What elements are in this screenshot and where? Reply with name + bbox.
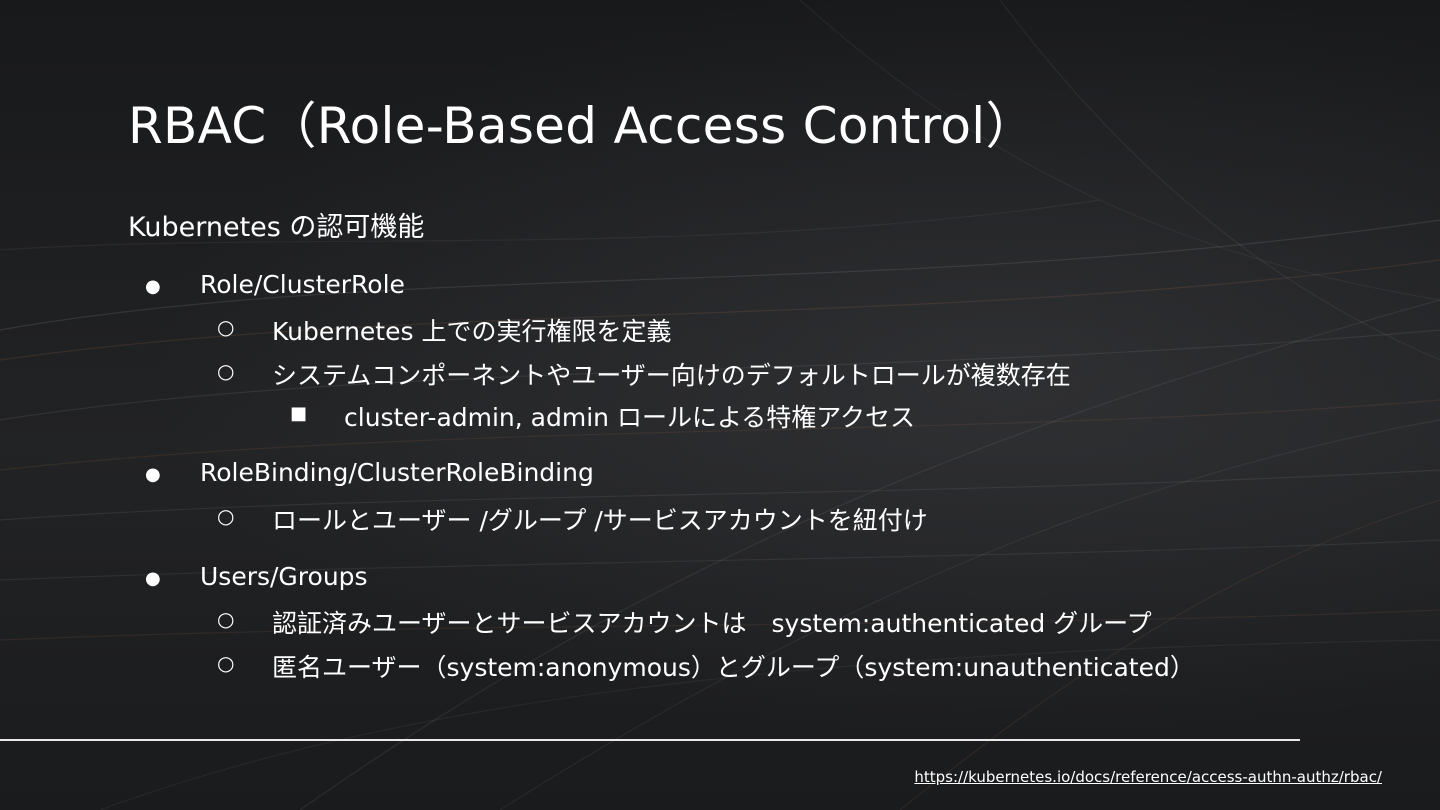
slide-subtitle: Kubernetes の認可機能 (128, 212, 425, 243)
list-item-label: Users/Groups (200, 562, 368, 591)
list-item-label: Role/ClusterRole (200, 270, 405, 299)
list-item-label: ロールとユーザー /グループ /サービスアカウントを紐付け (272, 506, 928, 535)
list-item-label: 匿名ユーザー（system:anonymous）とグループ（system:una… (272, 653, 1195, 682)
list-item-label: RoleBinding/ClusterRoleBinding (200, 458, 594, 487)
bullet-circle-icon: ○ (217, 607, 235, 631)
bullet-circle-icon: ○ (217, 651, 235, 675)
list-item-label: 認証済みユーザーとサービスアカウントは system:authenticated… (272, 609, 1152, 638)
list-item-level2: ○ 匿名ユーザー（system:anonymous）とグループ（system:u… (217, 648, 1195, 684)
list-item-level3: ■ cluster-admin, admin ロールによる特権アクセス (290, 398, 915, 434)
list-item-label: cluster-admin, admin ロールによる特権アクセス (344, 403, 915, 432)
list-item-level2: ○ Kubernetes 上での実行権限を定義 (217, 312, 672, 348)
list-item-level2: ○ システムコンポーネントやユーザー向けのデフォルトロールが複数存在 (217, 356, 1071, 392)
bullet-circle-icon: ○ (217, 315, 235, 339)
bullet-dot-icon: ● (145, 464, 161, 485)
slide-title: RBAC（Role-Based Access Control） (128, 97, 1036, 155)
list-item-label: Kubernetes 上での実行権限を定義 (272, 317, 672, 346)
list-item-level2: ○ 認証済みユーザーとサービスアカウントは system:authenticat… (217, 604, 1152, 640)
list-item-level2: ○ ロールとユーザー /グループ /サービスアカウントを紐付け (217, 501, 928, 537)
list-item-level1: ● Users/Groups (145, 562, 368, 591)
bullet-square-icon: ■ (290, 403, 308, 424)
bullet-dot-icon: ● (145, 568, 161, 589)
list-item-label: システムコンポーネントやユーザー向けのデフォルトロールが複数存在 (272, 361, 1071, 390)
list-item-level1: ● RoleBinding/ClusterRoleBinding (145, 458, 594, 487)
bullet-dot-icon: ● (145, 276, 161, 297)
footer-divider (0, 739, 1300, 741)
bullet-circle-icon: ○ (217, 359, 235, 383)
bullet-circle-icon: ○ (217, 504, 235, 528)
list-item-level1: ● Role/ClusterRole (145, 270, 405, 299)
reference-link[interactable]: https://kubernetes.io/docs/reference/acc… (914, 768, 1382, 786)
